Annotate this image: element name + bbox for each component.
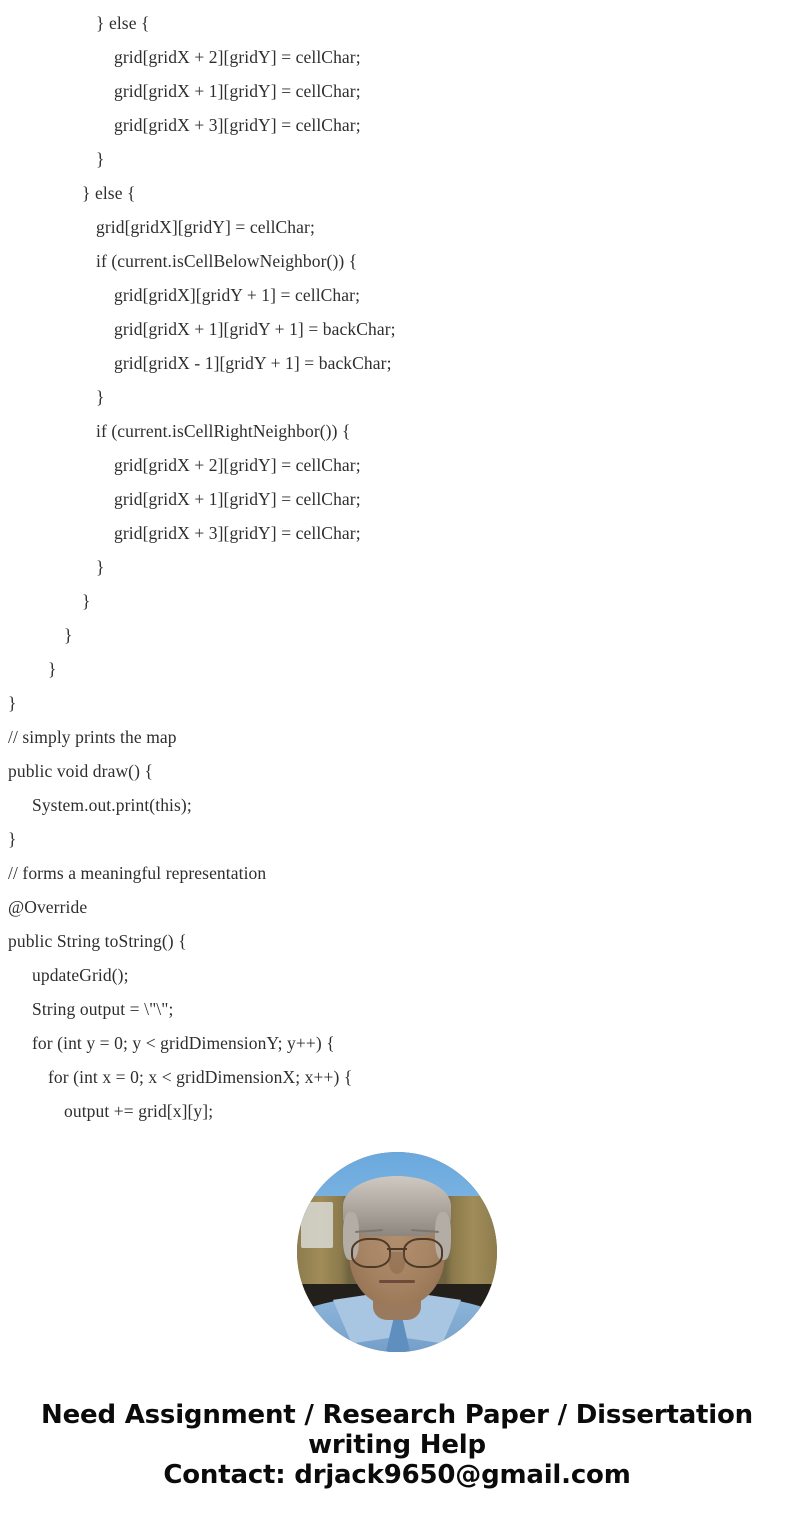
code-line-text: System.out.print(this);	[32, 795, 192, 815]
code-line: System.out.print(this);	[0, 788, 794, 822]
code-line-text: } else {	[96, 13, 150, 33]
code-line-text: }	[8, 693, 17, 713]
code-line-text: }	[96, 149, 105, 169]
code-line-text: public void draw() {	[8, 761, 154, 781]
code-line-text: }	[82, 591, 91, 611]
code-line: }	[0, 652, 794, 686]
code-line-text: String output = \"\";	[32, 999, 174, 1019]
code-line: if (current.isCellBelowNeighbor()) {	[0, 244, 794, 278]
avatar-glasses-bridge	[387, 1248, 407, 1251]
footer-advertisement: Need Assignment / Research Paper / Disse…	[0, 1400, 794, 1490]
code-line-text: grid[gridX + 2][gridY] = cellChar;	[114, 455, 361, 475]
code-line: grid[gridX + 2][gridY] = cellChar;	[0, 448, 794, 482]
code-line: for (int x = 0; x < gridDimensionX; x++)…	[0, 1060, 794, 1094]
avatar	[297, 1152, 497, 1352]
code-line: output += grid[x][y];	[0, 1094, 794, 1128]
code-line-text: grid[gridX][gridY + 1] = cellChar;	[114, 285, 361, 305]
code-line-text: }	[48, 659, 57, 679]
code-line-text: @Override	[8, 897, 88, 917]
code-line-text: grid[gridX + 1][gridY] = cellChar;	[114, 489, 361, 509]
code-line-text: }	[64, 625, 73, 645]
code-line: grid[gridX + 1][gridY] = cellChar;	[0, 74, 794, 108]
code-line-text: }	[96, 557, 105, 577]
avatar-block	[0, 1152, 794, 1354]
avatar-nose	[389, 1252, 405, 1274]
code-line: grid[gridX + 3][gridY] = cellChar;	[0, 516, 794, 550]
code-line-text: grid[gridX - 1][gridY + 1] = backChar;	[114, 353, 392, 373]
code-line-text: if (current.isCellBelowNeighbor()) {	[96, 251, 358, 271]
code-line-text: grid[gridX + 3][gridY] = cellChar;	[114, 523, 361, 543]
code-line-text: // forms a meaningful representation	[8, 863, 267, 883]
code-line-text: grid[gridX + 1][gridY] = cellChar;	[114, 81, 361, 101]
code-line-text: output += grid[x][y];	[64, 1101, 214, 1121]
code-line-text: for (int x = 0; x < gridDimensionX; x++)…	[48, 1067, 353, 1087]
code-line: grid[gridX - 1][gridY + 1] = backChar;	[0, 346, 794, 380]
ad-headline-line-1: Need Assignment / Research Paper / Disse…	[41, 1400, 753, 1430]
code-line: // forms a meaningful representation	[0, 856, 794, 890]
code-line-text: // simply prints the map	[8, 727, 177, 747]
code-line: }	[0, 380, 794, 414]
code-line: updateGrid();	[0, 958, 794, 992]
code-line: grid[gridX + 2][gridY] = cellChar;	[0, 40, 794, 74]
avatar-glasses-lens-right	[403, 1238, 443, 1268]
code-line: public String toString() {	[0, 924, 794, 958]
code-line: }	[0, 550, 794, 584]
code-line: }	[0, 686, 794, 720]
code-line: } else {	[0, 176, 794, 210]
code-line: public void draw() {	[0, 754, 794, 788]
avatar-mouth	[379, 1280, 415, 1284]
code-line: }	[0, 822, 794, 856]
code-listing: } else { grid[gridX + 2][gridY] = cellCha…	[0, 6, 794, 1128]
code-line: }	[0, 618, 794, 652]
code-line-text: }	[8, 829, 17, 849]
ad-headline-line-2: writing Help	[308, 1430, 486, 1460]
code-line: for (int y = 0; y < gridDimensionY; y++)…	[0, 1026, 794, 1060]
code-line: grid[gridX + 1][gridY] = cellChar;	[0, 482, 794, 516]
code-line-text: grid[gridX + 2][gridY] = cellChar;	[114, 47, 361, 67]
code-line: grid[gridX + 3][gridY] = cellChar;	[0, 108, 794, 142]
code-line: // simply prints the map	[0, 720, 794, 754]
code-line: grid[gridX][gridY] = cellChar;	[0, 210, 794, 244]
avatar-glasses-lens-left	[351, 1238, 391, 1268]
code-line: String output = \"\";	[0, 992, 794, 1026]
code-line-text: public String toString() {	[8, 931, 187, 951]
ad-contact-line: Contact: drjack9650@gmail.com	[163, 1460, 631, 1490]
code-line: grid[gridX + 1][gridY + 1] = backChar;	[0, 312, 794, 346]
code-line-text: for (int y = 0; y < gridDimensionY; y++)…	[32, 1033, 335, 1053]
code-line: if (current.isCellRightNeighbor()) {	[0, 414, 794, 448]
code-line: grid[gridX][gridY + 1] = cellChar;	[0, 278, 794, 312]
code-line: }	[0, 584, 794, 618]
code-line-text: if (current.isCellRightNeighbor()) {	[96, 421, 351, 441]
code-line-text: grid[gridX + 1][gridY + 1] = backChar;	[114, 319, 396, 339]
code-line: }	[0, 142, 794, 176]
code-line-text: }	[96, 387, 105, 407]
avatar-hair	[343, 1176, 451, 1236]
code-line-text: updateGrid();	[32, 965, 129, 985]
code-line-text: } else {	[82, 183, 136, 203]
code-line-text: grid[gridX + 3][gridY] = cellChar;	[114, 115, 361, 135]
code-line: @Override	[0, 890, 794, 924]
code-line-text: grid[gridX][gridY] = cellChar;	[96, 217, 315, 237]
code-line: } else {	[0, 6, 794, 40]
